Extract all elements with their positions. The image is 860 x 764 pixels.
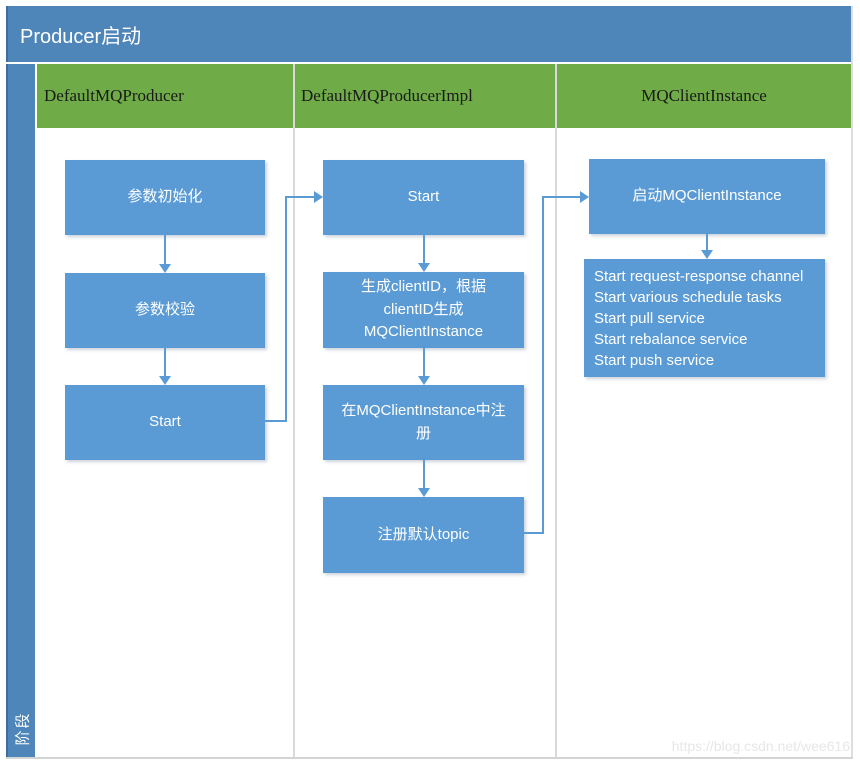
- service-list-line: Start pull service: [594, 310, 705, 327]
- connector-arrowhead-down: [159, 376, 171, 385]
- connector-line: [423, 235, 425, 264]
- lane-header-label: MQClientInstance: [641, 86, 767, 105]
- flow-box-impl-start: Start: [323, 160, 524, 235]
- connector-arrowhead-right: [314, 191, 323, 203]
- service-list-line: Start push service: [594, 352, 715, 369]
- connector-line: [524, 532, 544, 534]
- diagram-right-border: [851, 6, 853, 757]
- service-list-line: Start request-response channel: [594, 268, 804, 285]
- connector-line: [285, 196, 287, 422]
- phase-band-label: 阶段: [14, 711, 31, 746]
- connector-line: [706, 234, 708, 251]
- connector-arrowhead-down: [418, 488, 430, 497]
- service-list-line: Start rebalance service: [594, 331, 748, 348]
- flow-box-param-check: 参数校验: [65, 273, 265, 348]
- service-list-line: Start various schedule tasks: [594, 289, 782, 306]
- lane-header-label: DefaultMQProducerImpl: [301, 86, 473, 105]
- flow-box-service-list: Start request-response channel Start var…: [584, 259, 825, 377]
- lane-header-mqclientinstance: MQClientInstance: [557, 64, 851, 128]
- flow-box-register-in-instance: 在MQClientInstance中注 册: [323, 385, 524, 460]
- flow-box-start-mqclientinstance: 启动MQClientInstance: [589, 159, 825, 234]
- lane-header-label: DefaultMQProducer: [44, 86, 184, 105]
- connector-arrowhead-down: [418, 376, 430, 385]
- connector-arrowhead-right: [580, 191, 589, 203]
- csdn-watermark: https://blog.csdn.net/wee616: [671, 738, 850, 754]
- connector-line: [164, 348, 166, 377]
- diagram-title-bar: Producer启动: [6, 6, 851, 62]
- lane-divider: [555, 64, 557, 757]
- connector-line: [542, 196, 544, 534]
- lane-header-defaultmqproducer: DefaultMQProducer: [37, 64, 293, 128]
- flow-box-producer-start: Start: [65, 385, 265, 460]
- connector-line: [265, 420, 287, 422]
- connector-arrowhead-down: [159, 264, 171, 273]
- phase-band: 阶段: [6, 64, 35, 757]
- flow-box-create-clientid: 生成clientID，根据 clientID生成 MQClientInstanc…: [323, 272, 524, 348]
- diagram-title: Producer启动: [20, 25, 142, 48]
- lane-divider: [293, 64, 295, 757]
- connector-line: [287, 196, 314, 198]
- connector-line: [544, 196, 580, 198]
- lane-header-defaultmqproducerimpl: DefaultMQProducerImpl: [295, 64, 555, 128]
- diagram-bottom-border: [6, 757, 853, 759]
- connector-line: [423, 460, 425, 489]
- connector-arrowhead-down: [701, 250, 713, 259]
- connector-line: [423, 348, 425, 377]
- flow-box-param-init: 参数初始化: [65, 160, 265, 235]
- flow-box-register-default-topic: 注册默认topic: [323, 497, 524, 573]
- connector-line: [164, 234, 166, 265]
- connector-arrowhead-down: [418, 263, 430, 272]
